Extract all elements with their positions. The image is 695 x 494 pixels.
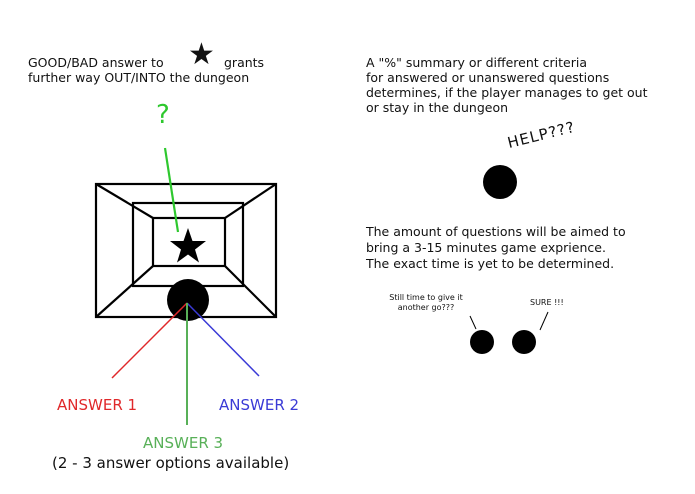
answer-2-label: ANSWER 2: [219, 396, 300, 414]
right-note-line3: determines, if the player manages to get…: [366, 85, 648, 100]
right-note-line2: for answered or unanswered questions: [366, 70, 610, 85]
dialog-left-line1: Still time to give it: [389, 293, 463, 302]
speech-tick-left: [469, 315, 477, 330]
answer-1-line: [111, 302, 188, 379]
answer-2-line: [186, 302, 260, 377]
left-character-dot: [470, 330, 494, 354]
player-dot: [167, 279, 209, 321]
left-note-post: grants: [224, 55, 265, 70]
star-icon: [170, 228, 206, 263]
dialog-right: SURE !!!: [530, 298, 564, 307]
dialog-left-line2: another go???: [397, 302, 455, 312]
speech-tick-right: [539, 311, 549, 331]
question-mark: ?: [156, 100, 170, 130]
right-note-line4: or stay in the dungeon: [366, 100, 509, 115]
answer-1-label: ANSWER 1: [57, 396, 138, 414]
time-note-line3: The exact time is yet to be determined.: [366, 256, 615, 271]
trapped-player-dot: [483, 165, 517, 199]
room-corner-line-tl: [95, 183, 154, 219]
left-note-pre: GOOD/BAD answer to: [28, 55, 164, 70]
time-note-line1: The amount of questions will be aimed to: [366, 224, 626, 239]
room-corner-line-br: [224, 265, 277, 318]
answer-options-note: (2 - 3 answer options available): [52, 454, 290, 472]
left-note-line1: GOOD/BAD answer to: [28, 56, 164, 70]
time-note-line2: bring a 3-15 minutes game exprience.: [366, 240, 606, 255]
room-corner-line-bl: [95, 265, 154, 318]
inline-star-icon: ★: [188, 37, 215, 72]
question-line: [163, 147, 180, 233]
right-note-line1: A "%" summary or different criteria: [366, 55, 588, 70]
left-note-line2: further way OUT/INTO the dungeon: [28, 70, 250, 85]
answer-3-label: ANSWER 3: [143, 434, 224, 452]
room-inner-frame: [151, 216, 227, 268]
room-corner-line-tr: [224, 183, 277, 219]
right-character-dot: [512, 330, 536, 354]
dialog-left: Still time to give it another go???: [376, 293, 476, 312]
